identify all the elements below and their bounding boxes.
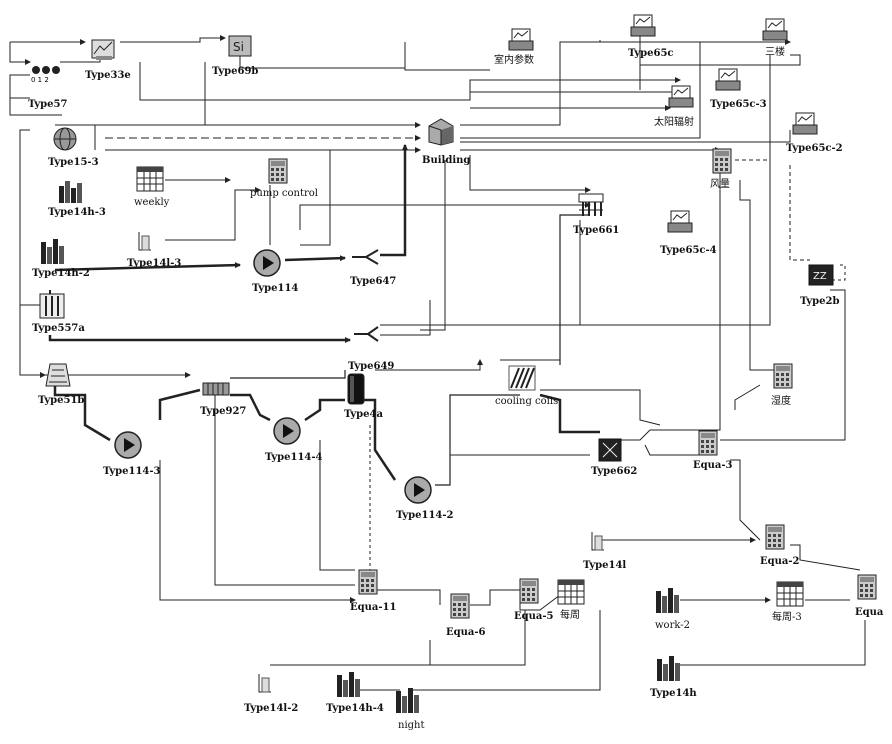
- label-meizhou: 每周: [560, 610, 580, 621]
- fengliang-calculator-icon[interactable]: [712, 148, 732, 174]
- type14h-4-bars-icon[interactable]: [336, 670, 364, 698]
- type14l-3-forcing-icon[interactable]: [137, 230, 153, 252]
- label-type14l-2: Type14l-2: [244, 703, 299, 714]
- shinei-plotter-icon[interactable]: [508, 28, 534, 52]
- label-type33e: Type33e: [85, 70, 131, 81]
- type15-3-weather-icon[interactable]: [50, 125, 80, 153]
- label-type14h-4: Type14h-4: [326, 703, 384, 714]
- label-cooling-coils: cooling coils: [495, 396, 559, 407]
- shidu-calculator-icon[interactable]: [773, 363, 793, 389]
- type647-diverter-icon[interactable]: [350, 248, 380, 266]
- label-type114-4: Type114-4: [265, 452, 323, 463]
- weekly-schedule-icon[interactable]: [136, 166, 164, 192]
- label-type14l: Type14l: [583, 560, 627, 571]
- label-shinei: 室内参数: [494, 55, 534, 66]
- label-type65c-3: Type65c-3: [710, 99, 767, 110]
- label-type14h-2: Type14h-2: [32, 268, 90, 279]
- label-pump-control: pump control: [250, 188, 318, 199]
- type557a-ground-hx-icon[interactable]: [38, 292, 66, 320]
- label-type662: Type662: [591, 466, 638, 477]
- label-type114-3: Type114-3: [103, 466, 161, 477]
- label-building: Building: [422, 155, 471, 166]
- type51b-cooling-tower-icon[interactable]: [44, 360, 72, 388]
- equa-2-calculator-icon[interactable]: [765, 524, 785, 550]
- type65c-3-plotter-icon[interactable]: [715, 68, 741, 92]
- label-type65c: Type65c: [628, 48, 674, 59]
- equa-3-calculator-icon[interactable]: [698, 430, 718, 456]
- label-meizhou-3: 每周-3: [772, 612, 802, 623]
- label-type15-3: Type15-3: [48, 157, 99, 168]
- label-type14h: Type14h: [650, 688, 697, 699]
- label-equa-3: Equa-3: [693, 460, 733, 471]
- label-shidu: 湿度: [771, 396, 791, 407]
- label-type557a: Type557a: [32, 323, 85, 334]
- type14l-2-forcing-icon[interactable]: [257, 672, 273, 694]
- svg-text:0 1 2: 0 1 2: [31, 76, 49, 83]
- type33e-psychrometrics-icon[interactable]: [90, 38, 118, 62]
- label-type14l-3: Type14l-3: [127, 258, 182, 269]
- type14l-forcing-icon[interactable]: [590, 530, 606, 552]
- work-2-bars-icon[interactable]: [655, 586, 683, 614]
- pump-control-calculator-icon[interactable]: [268, 158, 288, 184]
- label-type51b: Type51b: [38, 395, 85, 406]
- label-equa-6: Equa-6: [446, 627, 486, 638]
- mixer-diverter-icon[interactable]: [352, 325, 380, 343]
- type65c-4-plotter-icon[interactable]: [667, 210, 693, 234]
- equa-calculator-icon[interactable]: [857, 574, 877, 600]
- label-type57: Type57: [28, 99, 68, 110]
- type2b-controller-icon[interactable]: ZZ: [808, 264, 834, 286]
- label-sanlou: 三楼: [765, 47, 785, 58]
- equa-11-calculator-icon[interactable]: [358, 569, 378, 595]
- meizhou-3-schedule-icon[interactable]: [776, 581, 804, 607]
- meizhou-schedule-icon[interactable]: [557, 579, 585, 605]
- cooling-coils-icon[interactable]: [507, 364, 537, 392]
- night-bars-icon[interactable]: [395, 686, 423, 714]
- sanlou-plotter-icon[interactable]: [762, 18, 788, 42]
- type4a-storage-tank-icon[interactable]: [346, 372, 366, 406]
- equa-5-calculator-icon[interactable]: [519, 578, 539, 604]
- label-night: night: [398, 720, 425, 731]
- type114-4-pump-icon[interactable]: [272, 416, 302, 446]
- type114-pump-icon[interactable]: [252, 248, 282, 278]
- label-equa: Equa: [855, 607, 884, 618]
- type69b-sky-temp-icon[interactable]: Si: [228, 35, 252, 57]
- equa-6-calculator-icon[interactable]: [450, 593, 470, 619]
- type114-3-pump-icon[interactable]: [113, 430, 143, 460]
- label-equa-11: Equa-11: [350, 602, 397, 613]
- label-type69b: Type69b: [212, 66, 259, 77]
- type927-chiller-icon[interactable]: [202, 380, 230, 398]
- label-type2b: Type2b: [800, 296, 840, 307]
- type57-unit-converter-icon[interactable]: 0 1 2: [28, 63, 64, 84]
- label-taiyang: 太阳辐射: [654, 117, 694, 128]
- label-equa-2: Equa-2: [760, 556, 800, 567]
- label-type4a: Type4a: [344, 409, 383, 420]
- label-type65c-4: Type65c-4: [660, 245, 717, 256]
- svg-text:Si: Si: [233, 40, 244, 54]
- type114-2-pump-icon[interactable]: [403, 475, 433, 505]
- label-type647: Type647: [350, 276, 397, 287]
- label-type114: Type114: [252, 283, 299, 294]
- label-equa-5: Equa-5: [514, 611, 554, 622]
- type662-fan-icon[interactable]: [597, 437, 623, 463]
- type14h-3-bars-icon[interactable]: [58, 178, 86, 204]
- label-fengliang: 风量: [710, 179, 730, 190]
- label-type927: Type927: [200, 406, 247, 417]
- type14h-2-bars-icon[interactable]: [40, 237, 68, 265]
- label-type114-2: Type114-2: [396, 510, 454, 521]
- label-work-2: work-2: [655, 620, 690, 631]
- taiyang-plotter-icon[interactable]: [668, 85, 694, 109]
- type661-controller-icon[interactable]: [577, 192, 605, 220]
- type14h-bars-icon[interactable]: [656, 654, 684, 682]
- label-type661: Type661: [573, 225, 620, 236]
- label-type65c-2: Type65c-2: [786, 143, 843, 154]
- label-type649: Type649: [348, 361, 395, 372]
- svg-text:ZZ: ZZ: [813, 271, 827, 282]
- label-type14h-3: Type14h-3: [48, 207, 106, 218]
- type65c-plotter-icon[interactable]: [630, 14, 656, 38]
- building-icon[interactable]: [425, 116, 457, 146]
- type65c-2-plotter-icon[interactable]: [792, 112, 818, 136]
- label-weekly: weekly: [134, 197, 170, 208]
